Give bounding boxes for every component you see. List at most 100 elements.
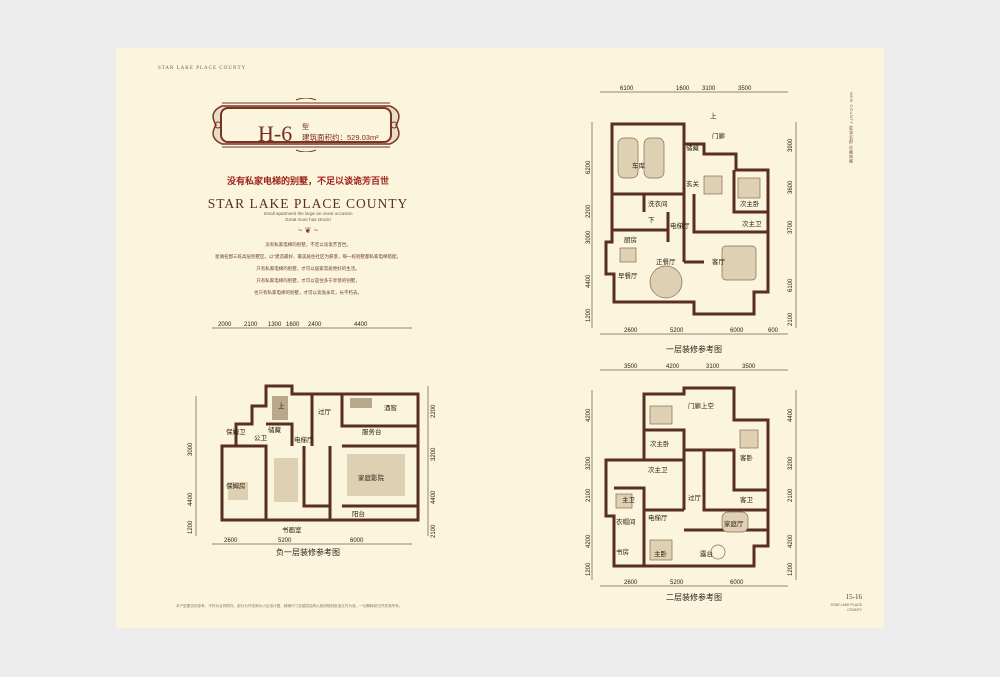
basement-floor-plan: 2000 2100 1300 1600 2400 4400 2600 5200 … [188, 322, 437, 545]
dim-label: 3200 [586, 456, 592, 470]
room-label: 储藏 [268, 425, 282, 434]
second-floor-plan-title: 二层装修参考图 [666, 593, 722, 602]
dim-label: 4400 [188, 492, 194, 506]
room-label: 家庭影院 [358, 473, 385, 482]
page-number: 15-16 [845, 593, 862, 601]
room-label: 客厅 [712, 257, 726, 266]
dim-label: 5200 [278, 538, 292, 544]
paragraph-line: 只有私家电梯的别墅，才可以居家常居更好的生活。 [256, 266, 360, 271]
dim-label: 2200 [586, 204, 592, 218]
room-label: 保姆房 [226, 481, 246, 490]
dim-label: 3500 [738, 86, 752, 92]
slogan: 没有私家电梯的别墅，不足以谈诡芳百世 [226, 176, 389, 186]
room-label: 书房 [616, 547, 629, 556]
building-area: 建筑面积约：529.03m² [302, 133, 379, 142]
dim-label: 4400 [586, 274, 592, 288]
dim-label: 3900 [788, 138, 794, 152]
paragraph-line: 星湖名郡三栋高层别墅区，以“建造最好、最美居住社区为愿景，每一栋别墅都私家电梯搭… [215, 254, 401, 259]
subtitle-line-2: Great more has struck! [285, 217, 331, 222]
room-label: 书画室 [282, 525, 302, 534]
dim-label: 4400 [431, 490, 437, 504]
room-label: 厨房 [624, 235, 637, 244]
dim-label: 2100 [244, 322, 258, 328]
room-label: 次主卫 [648, 465, 668, 474]
dim-label: 3200 [788, 456, 794, 470]
room-label: 客卫 [740, 495, 754, 504]
room-label: 次主卧 [740, 199, 760, 208]
dim-label: 2100 [788, 312, 794, 326]
first-floor-plan: 6100 1600 3100 3500 2600 5200 6000 600 6… [586, 86, 797, 335]
dim-label: 3000 [188, 442, 194, 456]
room-label: 玄关 [686, 179, 700, 188]
dim-label: 1200 [188, 520, 194, 534]
room-label: 电梯厅 [294, 435, 314, 444]
page-number-sub: COUNTY [847, 608, 862, 612]
dim-label: 6000 [350, 538, 364, 544]
room-label: 主卫 [622, 495, 636, 504]
dim-label: 3100 [706, 364, 720, 370]
room-label: 储藏 [686, 143, 700, 152]
dim-label: 3600 [788, 180, 794, 194]
dim-label: 4200 [788, 534, 794, 548]
dim-label: 3100 [702, 86, 716, 92]
room-label: 洗衣间 [648, 199, 668, 208]
page-header: STAR LAKE PLACE COUNTY [158, 66, 247, 71]
second-floor-plan: 3500 4200 3100 3500 2600 5200 6000 4200 … [586, 364, 797, 587]
dim-label: 1200 [586, 308, 592, 322]
dim-label: 1300 [268, 322, 282, 328]
room-label: 露台 [700, 549, 713, 558]
dim-label: 6100 [620, 86, 634, 92]
page-number-sub: STAR LAKE PLACE [830, 603, 862, 607]
subtitle-line-1: Small apartment the large an onest occas… [263, 211, 353, 216]
footnote: 本户型图仅供参考，不作为合同附件。部分为开发商为小区设计图，精确尺寸及楼层结构以… [176, 604, 403, 608]
dim-label: 1600 [286, 322, 300, 328]
room-label: 早餐厅 [618, 271, 638, 280]
dim-label: 4400 [788, 408, 794, 422]
room-label: 过厅 [318, 407, 332, 416]
dim-label: 3500 [742, 364, 756, 370]
first-floor-plan-title: 一层装修参考图 [666, 345, 722, 354]
dim-label: 4200 [586, 408, 592, 422]
dim-label: 3200 [431, 447, 437, 461]
left-page: STAR LAKE PLACE COUNTY H-6 型 建筑面积约：529.0… [116, 48, 500, 628]
dim-label: 6200 [586, 160, 592, 174]
room-label: 次主卫 [742, 219, 762, 228]
dim-label: 2200 [431, 404, 437, 418]
dim-label: 6000 [730, 580, 744, 586]
room-label: 客卧 [740, 453, 754, 462]
ornament-divider: ~ ❦ ~ [297, 226, 319, 235]
dim-label: 2400 [308, 322, 322, 328]
room-label: 衣帽间 [616, 517, 636, 526]
dim-label: 4200 [586, 534, 592, 548]
dim-label: 2100 [586, 488, 592, 502]
dim-label: 2600 [224, 538, 238, 544]
dim-label: 600 [768, 328, 779, 334]
room-label: 正餐厅 [656, 257, 676, 266]
room-label: 家庭厅 [724, 519, 744, 528]
dim-label: 1200 [586, 562, 592, 576]
dim-label: 3000 [586, 230, 592, 244]
room-label: 服务台 [362, 427, 382, 436]
dim-label: 3500 [624, 364, 638, 370]
dim-label: 2000 [218, 322, 232, 328]
room-label: 次主卧 [650, 439, 670, 448]
dim-label: 6100 [788, 278, 794, 292]
room-label: 过厅 [688, 493, 702, 502]
room-label: 电梯厅 [648, 513, 668, 522]
paragraph-line: 只有私家电梯的别墅，才可以是住多于享受的别墅， [256, 278, 360, 283]
basement-plan-title: 负一层装修参考图 [276, 548, 340, 557]
dim-label: 1600 [676, 86, 690, 92]
project-title: STAR LAKE PLACE COUNTY [207, 196, 409, 211]
paragraph-line: 也只有私家电梯的别墅，才可以谈诡永年，长不朽去。 [254, 290, 362, 295]
room-label: 电梯厅 [670, 221, 690, 230]
right-page: NEW COUNTY 星湖名郡 珍藏典藏 6100 1600 3100 3500… [500, 48, 884, 628]
dim-label: 3700 [788, 220, 794, 234]
room-label: 酒窖 [384, 403, 398, 412]
unit-type-suffix: 型 [302, 124, 309, 131]
dim-label: 4200 [666, 364, 680, 370]
dim-label: 5200 [670, 580, 684, 586]
dim-label: 2600 [624, 580, 638, 586]
room-label: 上 [278, 401, 285, 410]
dim-label: 2100 [788, 488, 794, 502]
type-plaque: H-6 型 建筑面积约：529.03m² [208, 98, 404, 152]
